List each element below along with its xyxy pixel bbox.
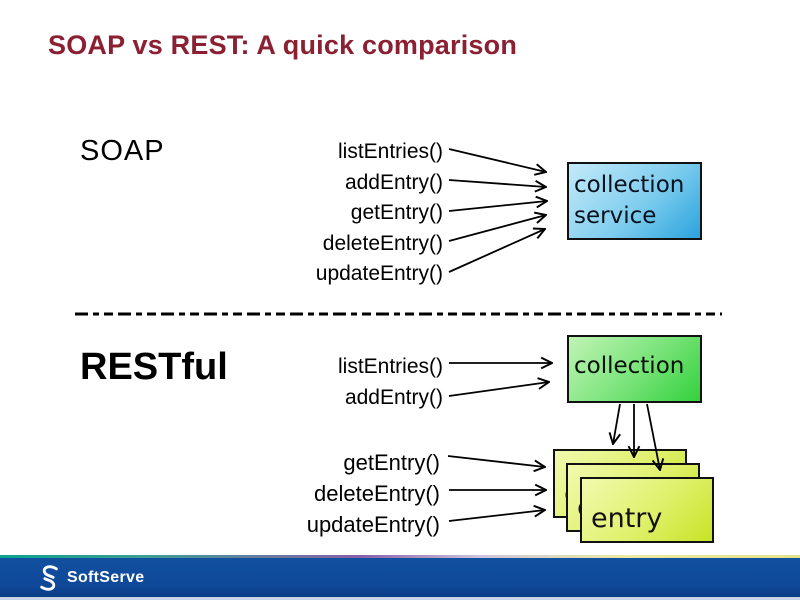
soap-section-label: SOAP <box>80 135 165 167</box>
slide-title: SOAP vs REST: A quick comparison <box>48 30 518 60</box>
footer-gradient-line <box>0 555 800 558</box>
collection-service-box-line1: collection <box>574 172 685 198</box>
method-label-deleteentry: deleteEntry() <box>322 231 443 255</box>
method-label-listentries: listEntries() <box>337 140 443 163</box>
rest-collection-method-list: listEntries() addEntry() <box>213 352 443 413</box>
footer-bottom-strip <box>0 597 800 600</box>
method-label-getentry: getEntry() <box>343 450 440 475</box>
method-label-addentry: addEntry() <box>344 385 443 409</box>
arrow-collection-entry-1 <box>613 403 620 444</box>
soap-method-list: listEntries() addEntry() getEntry() dele… <box>213 137 443 290</box>
footer-bar: SoftServe <box>0 558 800 597</box>
softserve-brand-text: SoftServe <box>67 568 145 586</box>
rest-entry-arrows <box>447 455 546 522</box>
rest-entry-method-list: getEntry() deleteEntry() updateEntry() <box>210 447 440 540</box>
arrow-soap-getentry <box>448 201 547 212</box>
arrow-soap-listentries <box>448 148 546 172</box>
entry-box-front: entry <box>580 477 714 543</box>
rest-section-label: RESTful <box>80 346 228 388</box>
soap-arrows <box>448 148 547 273</box>
method-label-deleteentry: deleteEntry() <box>314 481 440 506</box>
softserve-brand: SoftServe <box>38 564 144 592</box>
collection-service-box: collection service <box>567 162 702 240</box>
arrow-rest-updateentry <box>448 510 545 522</box>
collection-service-box-line2: service <box>574 203 657 229</box>
arrow-soap-updateentry <box>448 229 545 273</box>
arrow-rest-addentry <box>448 382 549 397</box>
rest-collection-arrows <box>448 363 552 397</box>
method-label-listentries: listEntries() <box>337 355 443 378</box>
arrow-soap-addentry <box>448 179 546 187</box>
collection-box: collection <box>567 335 702 403</box>
method-label-addentry: addEntry() <box>344 170 443 194</box>
arrow-rest-getentry <box>447 455 545 467</box>
method-label-getentry: getEntry() <box>350 201 443 224</box>
softserve-logo-icon <box>40 564 58 591</box>
method-label-updateentry: updateEntry() <box>306 512 440 537</box>
method-label-updateentry: updateEntry() <box>315 262 443 285</box>
arrow-soap-deleteentry <box>448 215 546 242</box>
